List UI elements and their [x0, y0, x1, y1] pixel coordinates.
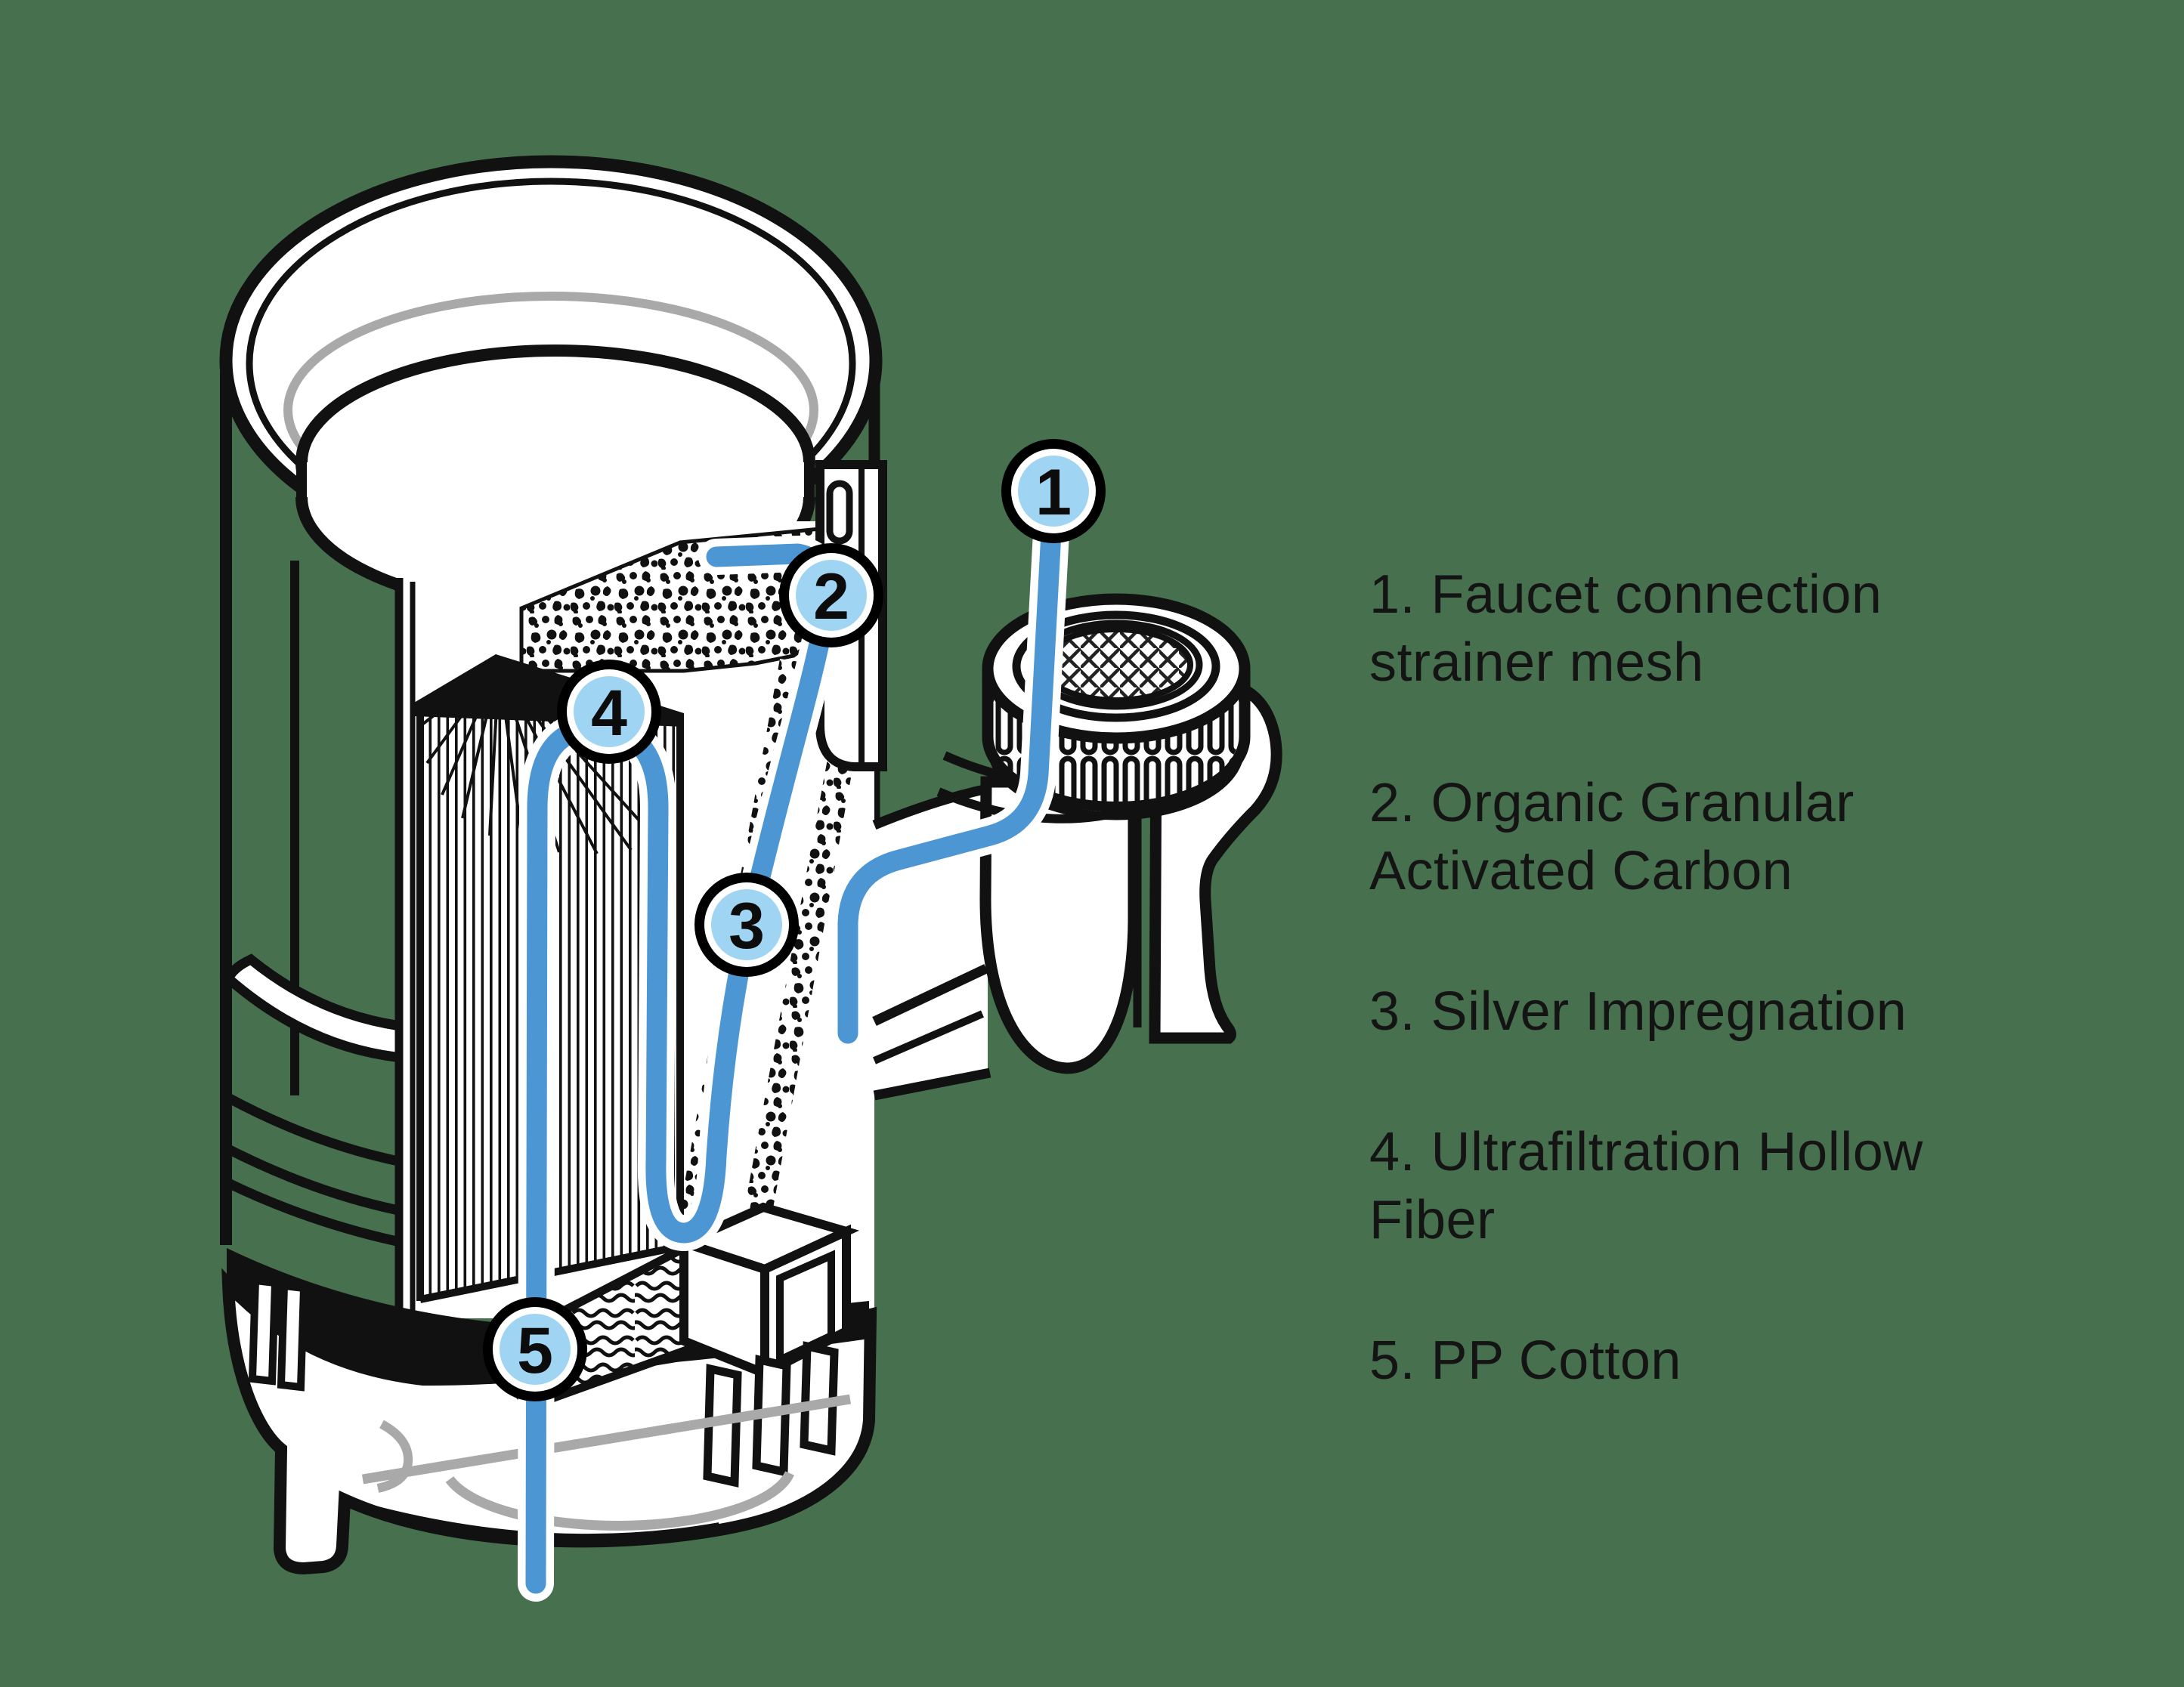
legend-item-1-line-1: 1. Faucet connection [1369, 564, 1882, 625]
legend-item-2: 2. Organic Granular Activated Carbon [1369, 769, 2110, 905]
callout-marker-3: 3 [694, 873, 799, 977]
marker-number-1: 1 [1035, 456, 1072, 529]
legend-item-4-line-2: Fiber [1369, 1190, 1496, 1250]
legend-item-2-line-1: 2. Organic Granular [1369, 773, 1855, 833]
marker-number-5: 5 [517, 1315, 553, 1387]
callout-marker-4: 4 [557, 660, 661, 764]
legend-item-1: 1. Faucet connection strainer mesh [1369, 561, 2110, 697]
marker-number-3: 3 [729, 890, 765, 962]
marker-number-4: 4 [591, 677, 627, 749]
collar-lower-arc [988, 749, 1245, 820]
legend-item-4-line-1: 4. Ultrafiltration Hollow [1369, 1122, 1923, 1182]
carbon-strip-right [737, 665, 871, 1254]
base-gray-ellipse [445, 1471, 794, 1531]
base-slot-right-3 [800, 1341, 839, 1456]
legend-item-3-line-1: 3. Silver Impregnation [1369, 981, 1907, 1042]
legend-item-1-line-2: strainer mesh [1369, 632, 1704, 693]
legend: 1. Faucet connection strainer mesh 2. Or… [1369, 561, 2110, 1467]
base-slot-right-1 [703, 1364, 742, 1488]
legend-item-5-line-1: 5. PP Cotton [1369, 1330, 1681, 1391]
base-slot-left-2 [277, 1281, 308, 1392]
callout-marker-2: 2 [779, 543, 883, 647]
legend-item-2-line-2: Activated Carbon [1369, 841, 1793, 901]
marker-number-2: 2 [813, 561, 849, 633]
callout-marker-1: 1 [1001, 439, 1106, 543]
clamp-slot [826, 480, 853, 545]
legend-item-5: 5. PP Cotton [1369, 1327, 2110, 1395]
callout-marker-5: 5 [483, 1297, 587, 1401]
legend-item-3: 3. Silver Impregnation [1369, 978, 2110, 1046]
bottom-support-block [671, 1202, 860, 1381]
cartridge-rim-sides [296, 462, 815, 499]
base-gray-diagonal [361, 1394, 852, 1485]
base-gray-curve [376, 1420, 413, 1493]
base-slot-left-1 [248, 1276, 280, 1386]
flow-inlet-line [837, 479, 1064, 1044]
arm-top-edge [872, 964, 988, 1026]
legend-item-4: 4. Ultrafiltration Hollow Fiber [1369, 1118, 2110, 1254]
base-details [248, 1276, 852, 1531]
arm-inner-edge [873, 1010, 984, 1064]
callout-markers: 1 2 3 4 5 [483, 439, 1106, 1401]
